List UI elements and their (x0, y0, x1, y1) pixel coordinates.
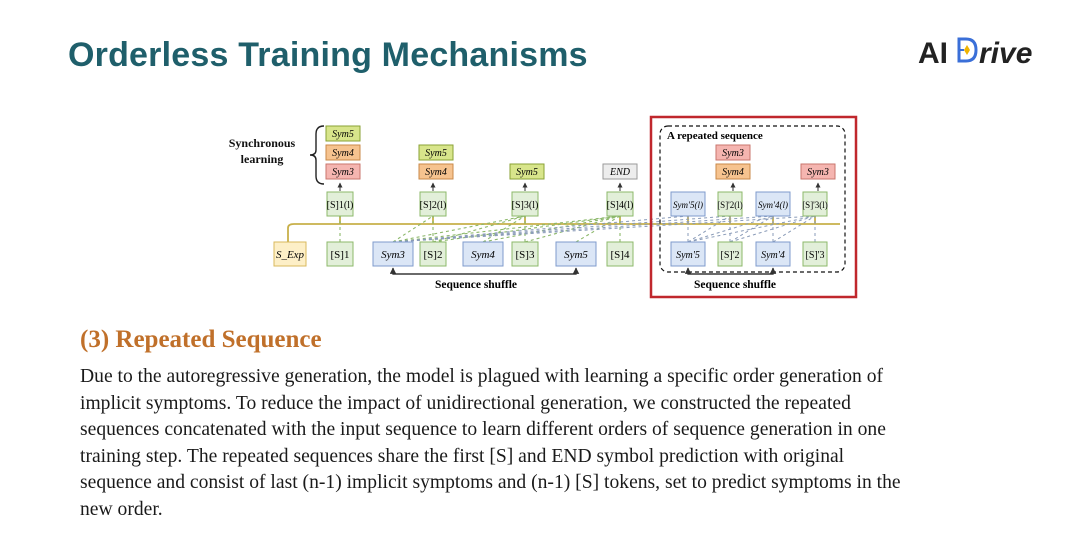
sequence-shuffle-repeated: Sequence shuffle (684, 267, 777, 291)
out2-sym4-label: Sym4 (425, 167, 447, 178)
repeated-dependency-lines (392, 215, 816, 243)
input-label-sym4: Sym4 (471, 249, 495, 261)
rep-input-sym5 (670, 241, 706, 267)
rep-out-label-1: Sym3 (722, 148, 744, 159)
out3-sym5 (509, 163, 545, 180)
input-label-sym5: Sym5 (564, 249, 588, 261)
input-box-s4 (606, 241, 634, 267)
input-box-sym5 (555, 241, 597, 267)
output-col-2: Sym5 Sym4 (418, 144, 454, 180)
output-col-1: Sym5 Sym4 Sym3 (325, 125, 361, 180)
out4-end-label: END (609, 167, 631, 178)
output-arrows (337, 182, 623, 191)
input-label-s3: [S]3 (516, 249, 535, 261)
repeated-label: A repeated sequence (667, 130, 763, 142)
out1-sym3 (325, 163, 361, 180)
hidden-box-2 (419, 191, 447, 217)
out1-sym3-label: Sym3 (332, 167, 354, 178)
rep-input-label-4: [S]'3 (805, 250, 824, 261)
rep-input-s3 (802, 241, 828, 267)
input-label-s1: [S]1 (331, 249, 350, 261)
rep-hidden-label-3: Sym'4(l) (758, 200, 788, 210)
repeated-hidden-row: Sym'5(l) [S]'2(l) Sym'4(l) [S]'3(l) (670, 191, 828, 217)
drive-logo-icon (956, 36, 978, 72)
section-title: (3) Repeated Sequence (80, 326, 322, 353)
rep-out-sym4 (715, 163, 751, 180)
out1-sym4-label: Sym4 (332, 148, 354, 159)
hidden-box-3 (511, 191, 539, 217)
rep-hidden-label-4: [S]'3(l) (802, 200, 828, 210)
out1-sym5-label: Sym5 (332, 129, 354, 140)
repeated-outputs: Sym3 Sym4 Sym3 (715, 144, 836, 180)
hidden-row: [S]1(l) [S]2(l) [S]3(l) [S]4(l) (326, 191, 634, 217)
logo-suffix: rive (979, 37, 1033, 70)
input-label-s2: [S]2 (424, 249, 443, 261)
output-col-4: END (602, 163, 638, 180)
body-line: new order. (80, 498, 163, 520)
body-line: Due to the autoregressive generation, th… (80, 366, 884, 387)
rep-hidden-1 (670, 191, 706, 217)
body-line: sequence and consist of last (n-1) impli… (80, 472, 901, 493)
hidden-label-1: [S]1(l) (327, 200, 354, 211)
out2-sym4 (418, 163, 454, 180)
body-line: implicit symptoms. To reduce the impact … (80, 392, 851, 414)
body-line: sequences concatenated with the input se… (80, 419, 886, 440)
hidden-box-4 (606, 191, 634, 217)
rep-hidden-label-1: Sym'5(l) (673, 200, 703, 210)
repeated-output-arrows (730, 182, 821, 191)
rep-input-label-2: [S]'2 (720, 250, 739, 261)
input-label-s4: [S]4 (611, 249, 630, 261)
repeated-input-row: Sym'5 [S]'2 Sym'4 [S]'3 (670, 241, 828, 267)
input-label-sexp: S_Exp (276, 249, 305, 261)
hidden-label-4: [S]4(l) (607, 200, 634, 211)
rep-hidden-2 (717, 191, 743, 217)
rep-input-sym4 (755, 241, 791, 267)
rep-hidden-label-2: [S]'2(l) (717, 200, 743, 210)
output-col-3: Sym5 (509, 163, 545, 180)
logo-prefix: AI (918, 37, 948, 70)
logo: AI rive (918, 36, 1032, 72)
body-line: training step. The repeated sequences sh… (80, 445, 845, 467)
rep-hidden-3 (755, 191, 791, 217)
rep-input-s2 (717, 241, 743, 267)
sequence-shuffle-main: Sequence shuffle (389, 267, 580, 291)
rep-out-label-2: Sym4 (722, 167, 744, 178)
input-label-sym3: Sym3 (381, 249, 405, 261)
sync-learning-label: Synchronous learning (229, 136, 296, 166)
out4-end (602, 163, 638, 180)
input-box-sym3 (372, 241, 414, 267)
input-box-sym4 (462, 241, 504, 267)
input-box-sexp (273, 241, 307, 267)
orderless-training-diagram: Synchronous learning S_Exp [S]1 Sym3 [S]… (229, 115, 858, 299)
out2-sym5 (418, 144, 454, 161)
hidden-label-3: [S]3(l) (512, 200, 539, 211)
input-row: S_Exp [S]1 Sym3 [S]2 Sym4 [S]3 Sym5 [S]4 (273, 241, 634, 267)
rep-out-sym3-a (715, 144, 751, 161)
rep-input-label-3: Sym'4 (761, 250, 785, 261)
dependency-lines (339, 215, 621, 243)
out3-sym5-label: Sym5 (516, 167, 538, 178)
slide-title: Orderless Training Mechanisms (68, 36, 588, 74)
brace-icon (309, 125, 325, 185)
repeated-highlight-box (649, 115, 858, 299)
hidden-box-1 (326, 191, 354, 217)
rep-out-sym3-b (800, 163, 836, 180)
out2-sym5-label: Sym5 (425, 148, 447, 159)
section-body: Due to the autoregressive generation, th… (80, 364, 1030, 523)
input-box-s2 (419, 241, 447, 267)
rep-out-label-3: Sym3 (807, 167, 829, 178)
rep-input-label-1: Sym'5 (676, 250, 700, 261)
hidden-label-2: [S]2(l) (420, 200, 447, 211)
sync-label-line2: learning (241, 152, 284, 166)
input-box-s3 (511, 241, 539, 267)
shuffle-label-repeated: Sequence shuffle (694, 279, 776, 291)
exp-path-lines (287, 215, 840, 242)
input-box-s1 (326, 241, 354, 267)
out1-sym4 (325, 144, 361, 161)
sync-label-line1: Synchronous (229, 136, 296, 150)
rep-hidden-4 (802, 191, 828, 217)
out1-sym5 (325, 125, 361, 142)
shuffle-label-main: Sequence shuffle (435, 279, 517, 291)
